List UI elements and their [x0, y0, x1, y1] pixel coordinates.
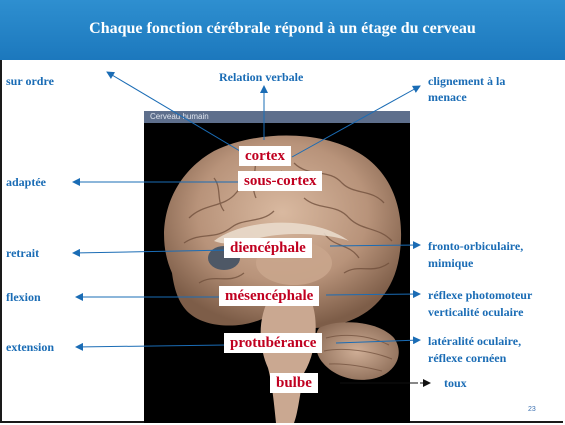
region-cortex: cortex: [239, 146, 291, 166]
label-sur-ordre: sur ordre: [6, 74, 54, 88]
label-clignement-line1: clignement à la: [428, 74, 505, 88]
label-photomoteur-line2: verticalité oculaire: [428, 305, 523, 319]
label-clignement-line2: menace: [428, 90, 467, 104]
region-protuberance: protubérance: [224, 333, 322, 353]
label-fronto-line2: mimique: [428, 256, 473, 270]
arrow-lateralite: [336, 340, 420, 343]
arrow-photomoteur: [326, 294, 420, 295]
label-retrait: retrait: [6, 246, 39, 260]
label-flexion: flexion: [6, 290, 41, 304]
region-bulbe: bulbe: [270, 373, 318, 393]
arrow-retrait: [73, 250, 230, 253]
arrow-sur-ordre: [107, 72, 250, 157]
label-photomoteur-line1: réflexe photomoteur: [428, 288, 532, 302]
label-lateralite-line2: réflexe cornéen: [428, 351, 506, 365]
label-lateralite-line1: latéralité oculaire,: [428, 334, 521, 348]
region-mesencephale: mésencéphale: [219, 286, 319, 306]
label-relation-verbale: Relation verbale: [219, 70, 303, 84]
page-number: 23: [528, 406, 536, 413]
region-sous-cortex: sous-cortex: [238, 171, 322, 191]
label-adaptee: adaptée: [6, 175, 46, 189]
region-diencephale: diencéphale: [224, 238, 312, 258]
label-fronto-line1: fronto-orbiculaire,: [428, 239, 523, 253]
label-extension: extension: [6, 340, 54, 354]
arrow-clignement: [292, 86, 420, 157]
arrow-extension: [76, 345, 226, 347]
arrow-fronto: [330, 245, 420, 246]
label-toux: toux: [444, 376, 467, 390]
